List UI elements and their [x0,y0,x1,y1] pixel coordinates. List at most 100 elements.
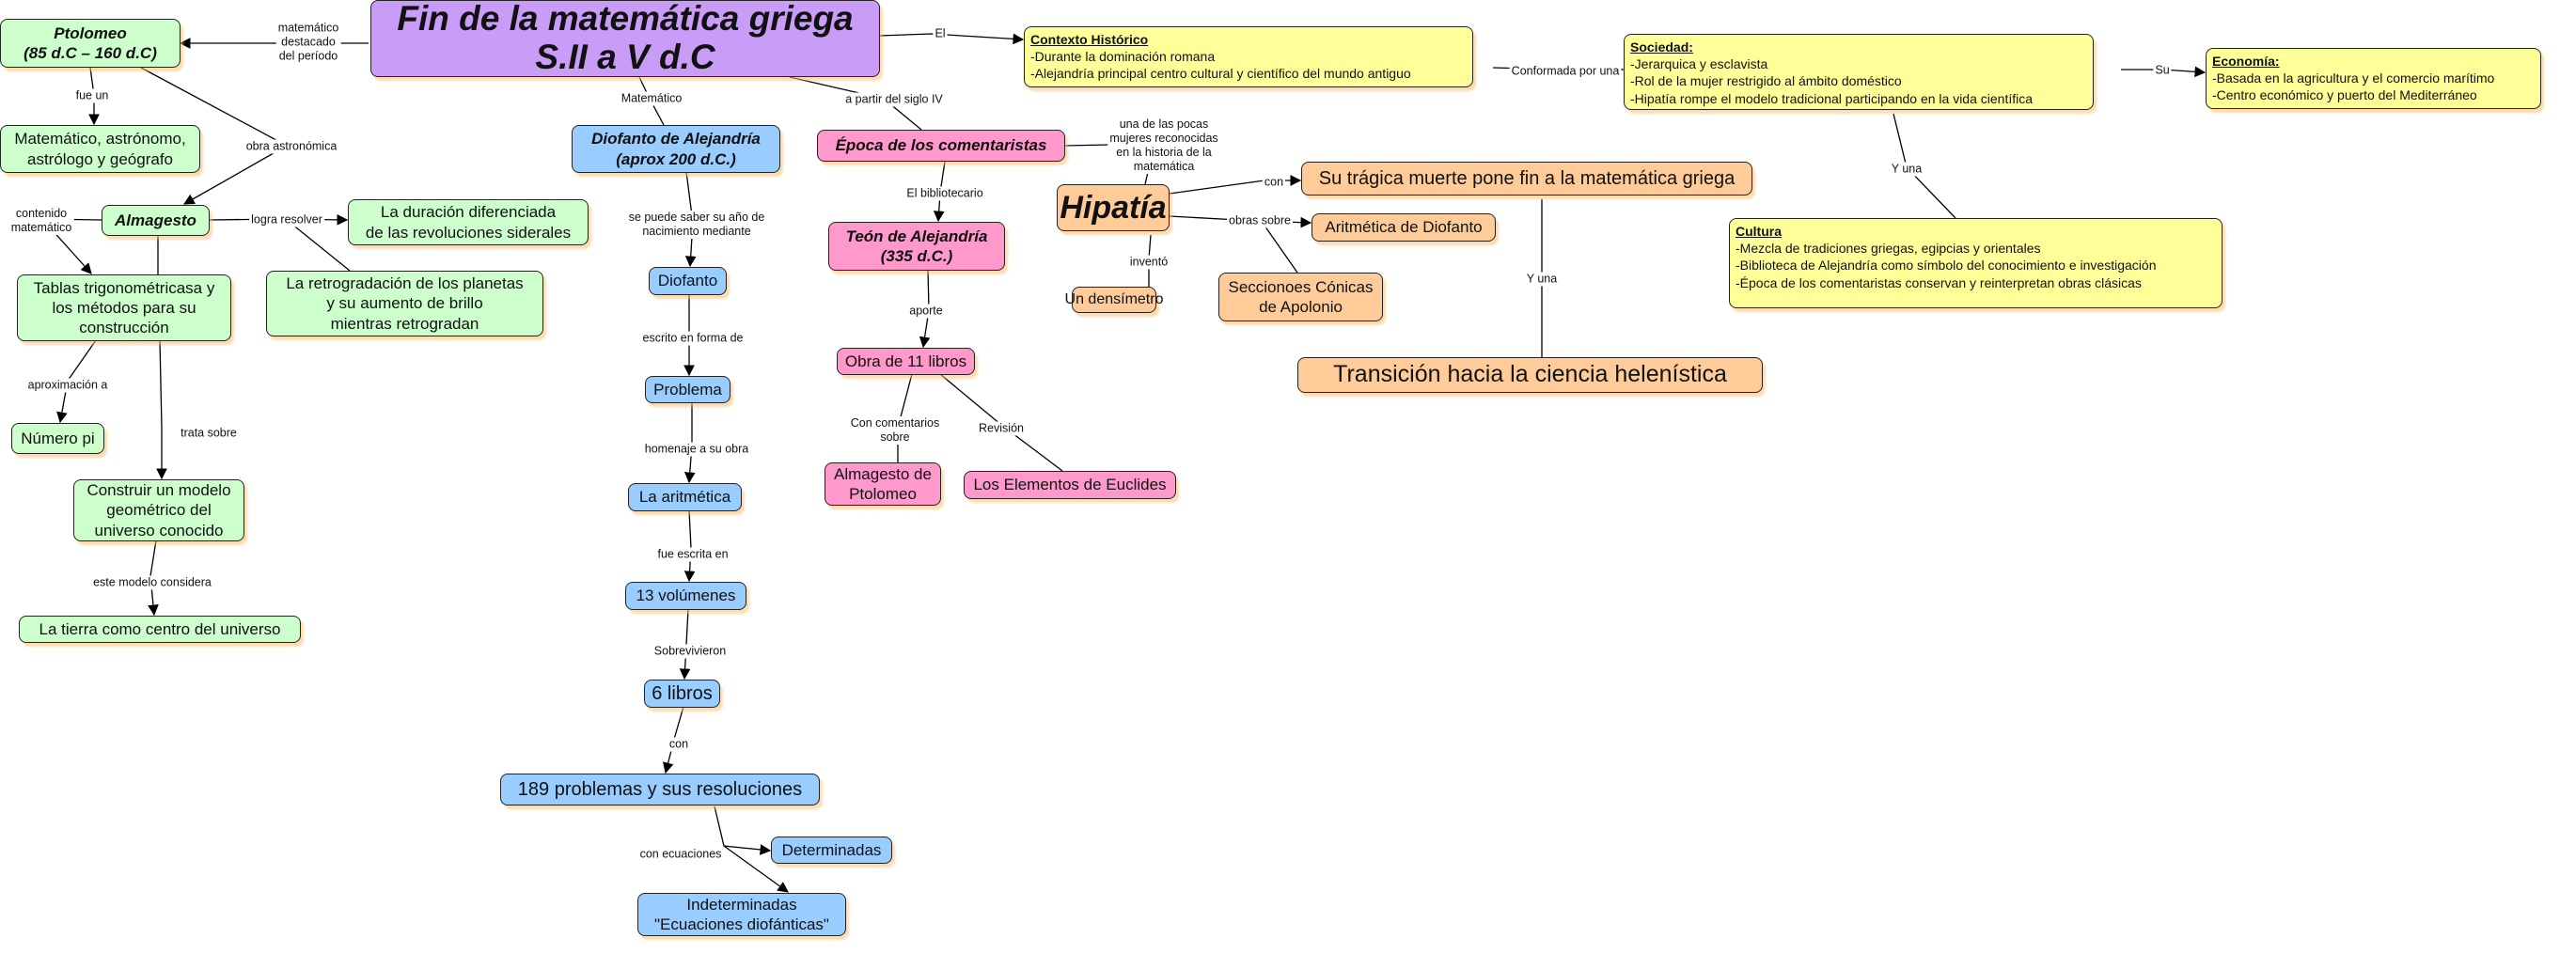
node-transicion[interactable]: Transición hacia la ciencia helenística [1297,357,1763,393]
text: mientras retrogradan [330,314,479,333]
node-tragica[interactable]: Su trágica muerte pone fin a la matemáti… [1301,162,1752,195]
node-densimetro[interactable]: Un densímetro [1065,287,1163,313]
link-label: fue escrita en [655,547,730,562]
node-ptolomeo[interactable]: Ptolomeo (85 d.C – 160 d.C) [0,19,181,68]
link-label: trata sobre [179,426,239,441]
link-label: fue un [73,88,111,103]
link-label: logra resolver [249,212,324,227]
title-line1: Fin de la matemática griega [397,0,854,39]
node-economia[interactable]: Economía:-Basada en la agricultura y el … [2206,48,2541,109]
link-label: Matemático [619,91,684,106]
node-contexto[interactable]: Contexto Histórico-Durante la dominación… [1024,26,1473,87]
link-label: El [933,26,948,41]
link-label: inventó [1127,255,1170,270]
edge-logra-retrogradacion [291,223,351,272]
link-label: escrito en forma de [640,331,746,346]
text: Tablas trigonométricasa y [33,278,215,297]
link-label: una de las pocas mujeres reconocidas en … [1107,117,1220,174]
text: Teón de Alejandría [845,227,988,245]
text: Diofanto de Alejandría [591,130,761,149]
heading: Cultura [1736,224,1782,239]
text: astrólogo y geógrafo [27,149,173,168]
link-label: Sobrevivieron [652,644,729,659]
node-teon[interactable]: Teón de Alejandría(335 d.C.) [828,222,1005,271]
title-line2: S.II a V d.C [535,38,715,76]
link-label: aporte [907,304,945,319]
text: geométrico del [106,501,212,520]
item: -Durante la dominación romana [1030,49,1216,65]
node-aritmetica-diofanto[interactable]: Aritmética de Diofanto [1312,213,1496,242]
node-obra-11-libros[interactable]: Obra de 11 libros [837,348,975,375]
node-volumenes[interactable]: 13 volúmenes [625,582,746,610]
text: Ptolomeo [849,485,917,503]
edge-aritmetica-volumenes [683,509,696,583]
node-6-libros[interactable]: 6 libros [644,680,720,708]
edge-tablas-construir [156,339,167,480]
link-label: Conformada por una [1509,64,1622,79]
edge-obras-secciones [1264,225,1298,274]
link-label: Revisión [977,421,1026,436]
node-sociedad[interactable]: Sociedad:-Jerarquica y esclavista-Rol de… [1624,34,2094,110]
item: -Centro económico y puerto del Mediterrá… [2212,87,2477,103]
edge-problemas-indeterminadas [723,845,789,893]
node-indeterminadas[interactable]: Indeterminadas"Ecuaciones diofánticas" [637,893,846,936]
text: La retrogradación de los planetas [286,274,524,293]
link-label: Y una [1889,162,1924,177]
link-label: Con comentarios sobre [848,416,942,445]
item: -Biblioteca de Alejandría como símbolo d… [1736,258,2157,274]
node-cultura[interactable]: Cultura -Mezcla de tradiciones griegas, e… [1729,218,2223,308]
node-almagesto[interactable]: Almagesto [102,205,210,236]
edge-problemas-determinadas [714,805,772,855]
text: Ptolomeo [54,23,127,42]
text: construcción [79,319,169,337]
node-189-problemas[interactable]: 189 problemas y sus resoluciones [500,774,820,805]
node-hipatia[interactable]: Hipatía [1057,184,1170,231]
item: -Mezcla de tradiciones griegas, egipcias… [1736,241,2041,257]
item: -Basada en la agricultura y el comercio … [2212,70,2495,86]
link-label: este modelo considera [91,575,213,590]
link-label: homenaje a su obra [642,442,751,457]
node-determinadas[interactable]: Determinadas [771,837,892,864]
item: -Jerarquica y esclavista [1630,56,1768,72]
edge-libros-problemas [662,706,684,774]
node-tierra[interactable]: La tierra como centro del universo [19,616,301,643]
text: y su aumento de brillo [326,294,483,313]
text: Almagesto de [834,464,932,483]
text: Indeterminadas [686,895,797,914]
link-label: aproximación a [25,378,110,393]
node-numero-pi[interactable]: Número pi [11,423,104,454]
node-epoca[interactable]: Época de los comentaristas [817,130,1065,162]
text: Matemático, astrónomo, [14,130,186,149]
link-label: Y una [1524,272,1560,287]
node-elementos[interactable]: Los Elementos de Euclides [964,471,1176,499]
heading: Economía: [2212,54,2280,69]
heading: Sociedad: [1630,39,1693,55]
item: -Rol de la mujer restrigido al ámbito do… [1630,73,1902,89]
link-label: con [667,737,691,752]
text: (85 d.C – 160 d.C) [24,44,157,62]
link-label: con ecuaciones [637,847,724,862]
link-label: con [1262,175,1286,190]
link-label: se puede saber su año de nacimiento medi… [626,211,767,239]
node-diofanto-alejandria[interactable]: Diofanto de Alejandría(aprox 200 d.C.) [572,125,780,173]
text: universo conocido [94,521,224,540]
node-matematico-astronomo[interactable]: Matemático, astrónomo,astrólogo y geógra… [0,125,200,173]
node-almagesto-ptolomeo[interactable]: Almagesto de Ptolomeo [825,462,941,506]
node-diofanto[interactable]: Diofanto [649,267,727,295]
link-label: El bibliotecario [904,186,985,201]
node-aritmetica[interactable]: La aritmética [628,483,742,511]
text: Seccionoes Cónicas [1228,277,1374,296]
text: Construir un modelo [86,481,231,500]
node-problema[interactable]: Problema [645,376,730,403]
text: (aprox 200 d.C.) [616,149,736,168]
text: "Ecuaciones diofánticas" [654,915,829,933]
link-label: a partir del siglo IV [843,92,945,107]
